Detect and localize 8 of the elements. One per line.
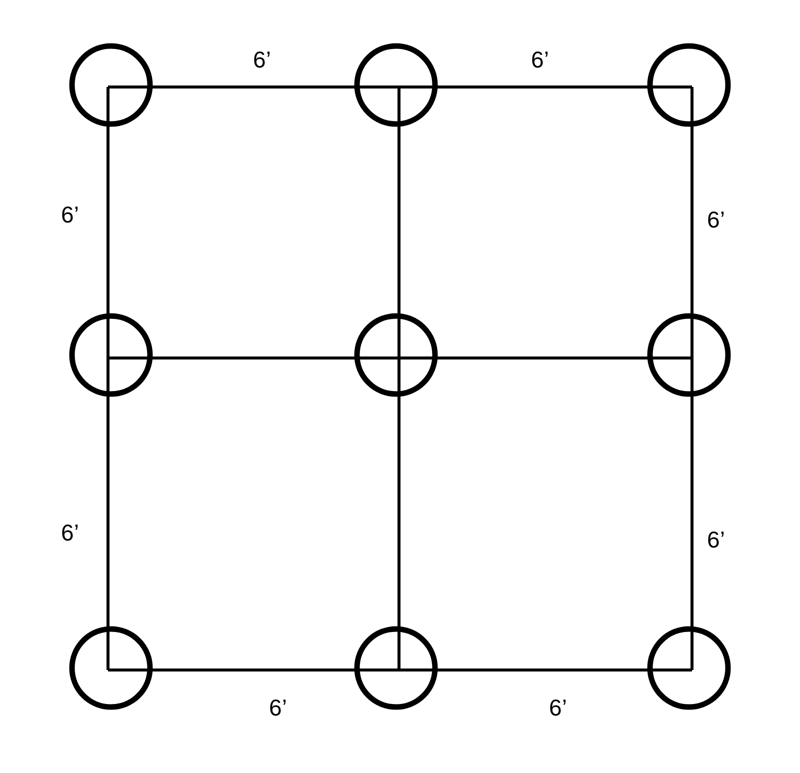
dimension-label: 6’ <box>269 694 287 722</box>
dimension-label: 6’ <box>253 46 271 74</box>
dimension-label: 6’ <box>707 206 725 234</box>
dimension-label: 6’ <box>549 694 567 722</box>
dimension-label: 6’ <box>61 202 79 228</box>
dimension-label: 6’ <box>61 520 79 546</box>
dimension-label: 6’ <box>531 46 549 74</box>
dimension-label: 6’ <box>707 526 725 554</box>
